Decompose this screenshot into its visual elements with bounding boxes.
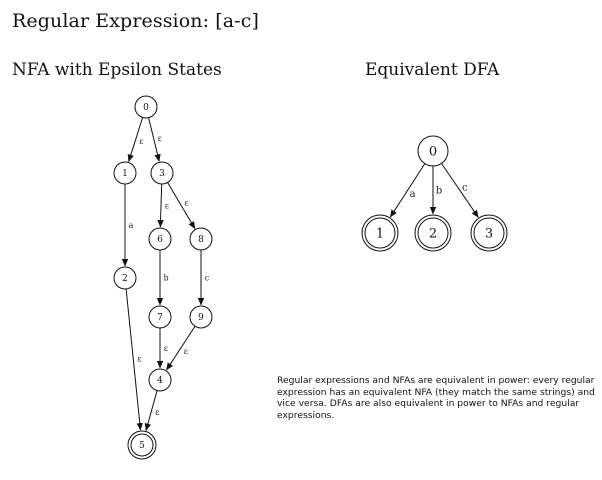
- nfa-state-0: [134, 95, 158, 119]
- nfa-edge-4-5: [144, 390, 158, 432]
- nfa-state-4: [148, 368, 172, 392]
- nfa-graph: ε ε a ε ε b c ε ε ε ε 0 1 3 6 8 2 7 9 4 5: [113, 95, 213, 460]
- dfa-state-label-1: 1: [376, 227, 384, 242]
- nfa-state-label-0: 0: [143, 103, 149, 113]
- nfa-edge-label-8-9: c: [205, 273, 210, 282]
- dfa-accept-ring-2: [414, 214, 452, 252]
- dfa-state-label-0: 0: [429, 145, 437, 160]
- nfa-edge-label-2-5: ε: [137, 355, 141, 364]
- dfa-accept-ring-3: [470, 214, 508, 252]
- nfa-edge-label-7-4: ε: [164, 344, 168, 353]
- dfa-state-label-3: 3: [485, 227, 493, 242]
- nfa-edge-label-3-6: ε: [165, 201, 169, 210]
- nfa-heading: NFA with Epsilon States: [12, 60, 222, 80]
- nfa-state-label-5: 5: [139, 441, 145, 451]
- dfa-edge-0-3: [441, 163, 479, 218]
- dfa-heading: Equivalent DFA: [365, 60, 500, 80]
- nfa-state-6: [148, 227, 172, 251]
- dfa-state-3: [473, 217, 505, 249]
- nfa-edge-3-6: [157, 183, 164, 228]
- dfa-state-0: [417, 135, 449, 167]
- nfa-state-3: [150, 161, 174, 185]
- nfa-edge-9-4: [166, 325, 196, 371]
- dfa-edge-0-1: [389, 163, 426, 218]
- nfa-state-2: [113, 266, 137, 290]
- page-title: Regular Expression: [a-c]: [12, 10, 259, 32]
- nfa-state-8: [189, 227, 213, 251]
- nfa-state-9: [189, 305, 213, 329]
- nfa-edge-label-4-5: ε: [155, 408, 159, 417]
- nfa-state-label-1: 1: [122, 169, 128, 179]
- nfa-edge-0-3: [148, 117, 161, 162]
- nfa-state-label-4: 4: [157, 376, 163, 386]
- dfa-edge-label-0-2: b: [436, 186, 442, 197]
- nfa-accept-ring-5: [127, 430, 157, 460]
- nfa-edge-label-6-7: b: [163, 273, 168, 282]
- nfa-edge-label-0-1: ε: [139, 137, 143, 146]
- nfa-edge-label-9-4: ε: [184, 347, 188, 356]
- nfa-state-label-6: 6: [157, 235, 163, 245]
- nfa-state-label-9: 9: [198, 313, 204, 323]
- nfa-edge-label-3-8: ε: [184, 198, 188, 207]
- dfa-state-label-2: 2: [429, 227, 437, 242]
- nfa-state-label-3: 3: [159, 169, 165, 179]
- nfa-edge-label-0-3: ε: [158, 134, 162, 143]
- dfa-state-1: [364, 217, 396, 249]
- dfa-graph: a b c 0 1 2 3: [361, 135, 508, 252]
- nfa-state-label-8: 8: [198, 235, 204, 245]
- nfa-state-7: [148, 305, 172, 329]
- nfa-state-1: [113, 161, 137, 185]
- nfa-state-label-7: 7: [157, 313, 163, 323]
- nfa-edge-0-1: [127, 117, 144, 163]
- nfa-edge-3-8: [167, 182, 196, 230]
- explanation-text: Regular expressions and NFAs are equival…: [277, 375, 595, 421]
- nfa-state-5: [130, 433, 154, 457]
- nfa-edge-label-1-2: a: [129, 221, 134, 230]
- dfa-accept-ring-1: [361, 214, 399, 252]
- dfa-edge-label-0-1: a: [410, 189, 416, 200]
- nfa-edge-2-5: [125, 288, 143, 431]
- dfa-edge-label-0-3: c: [462, 182, 468, 193]
- dfa-state-2: [417, 217, 449, 249]
- nfa-state-label-2: 2: [122, 274, 128, 284]
